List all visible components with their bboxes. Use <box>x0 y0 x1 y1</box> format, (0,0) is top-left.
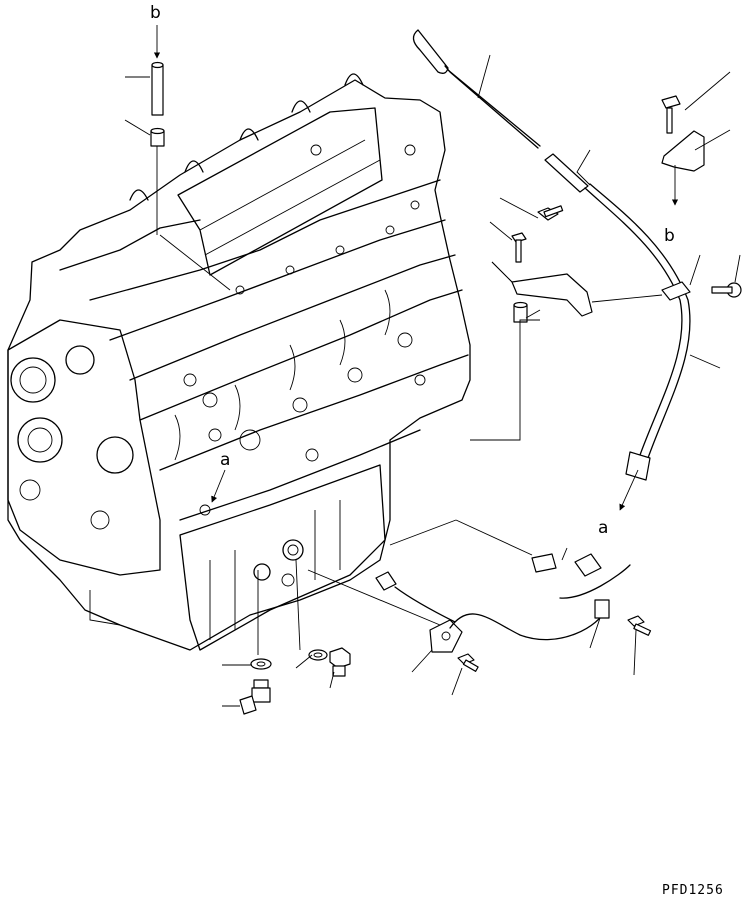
dipstick <box>412 29 541 149</box>
wiring-harness <box>375 553 631 641</box>
clamp-collar <box>513 301 528 323</box>
collar <box>150 127 165 147</box>
bolt-right <box>711 282 742 298</box>
engine-block <box>7 73 471 651</box>
bolt-clamp <box>627 615 652 636</box>
leader-lines <box>124 54 741 707</box>
gasket-right <box>308 649 328 661</box>
drain-plug <box>329 647 351 677</box>
callout-arrows <box>153 25 679 511</box>
drain-valve <box>239 679 271 715</box>
right-a-arrow <box>619 469 639 511</box>
tube-clip <box>661 281 691 301</box>
drawing-code: PFD1256 <box>662 883 724 898</box>
callout-label-right-b: b <box>664 226 675 246</box>
harness-clip <box>531 553 557 573</box>
spacer-pipe <box>151 61 164 116</box>
callout-label-top-b: b <box>150 3 161 23</box>
clamp-bracket <box>511 273 593 317</box>
bolt-top-right <box>661 95 681 134</box>
callout-label-right-a: a <box>598 518 608 538</box>
dipstick-guide-tube <box>544 153 691 481</box>
pressure-switch <box>429 619 463 653</box>
middle-a-arrow <box>211 469 226 503</box>
gasket-left <box>250 658 272 670</box>
callout-label-middle-a: a <box>220 450 230 470</box>
bracket-top-right <box>661 130 705 172</box>
bolt-mid-left-1 <box>537 205 564 221</box>
bolt-switch <box>457 653 479 672</box>
bolt-mid-left-2 <box>511 232 527 263</box>
